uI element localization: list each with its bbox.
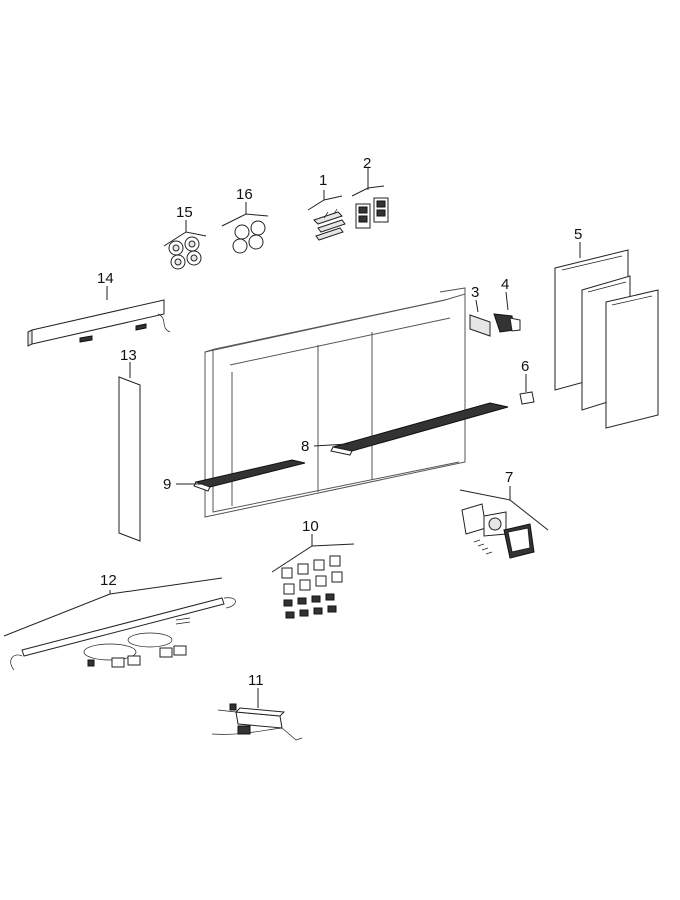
part-12-cables xyxy=(10,597,236,671)
label-15: 15 xyxy=(176,204,193,221)
part-5-mirror-doors xyxy=(554,249,659,429)
part-8-shelf xyxy=(330,402,509,456)
label-6: 6 xyxy=(521,358,529,375)
part-13-side-panel xyxy=(118,376,141,542)
label-8: 8 xyxy=(301,438,309,455)
label-2: 2 xyxy=(363,155,371,172)
leader-lines xyxy=(3,168,581,708)
label-5: 5 xyxy=(574,226,582,243)
part-10-fixings xyxy=(281,555,343,619)
part-labels: 1 2 3 4 5 6 7 8 9 10 11 12 13 14 15 16 xyxy=(97,155,582,689)
label-10: 10 xyxy=(302,518,319,535)
label-7: 7 xyxy=(505,469,513,486)
label-12: 12 xyxy=(100,572,117,589)
part-9-shelf xyxy=(193,459,306,492)
label-9: 9 xyxy=(163,476,171,493)
part-3-cover xyxy=(469,314,491,337)
label-13: 13 xyxy=(120,347,137,364)
part-14-light-bar xyxy=(27,299,171,347)
part-4-socket xyxy=(493,313,521,333)
part-16-knobs xyxy=(232,220,266,254)
mirror-cabinet xyxy=(204,287,466,518)
part-15-caps xyxy=(168,236,202,270)
part-1-hinges xyxy=(313,208,346,241)
part-7-switch xyxy=(461,503,535,559)
part-2-hinge-plates xyxy=(355,197,389,229)
label-4: 4 xyxy=(501,276,509,293)
label-14: 14 xyxy=(97,270,114,287)
part-6-clip xyxy=(519,391,535,405)
label-11: 11 xyxy=(248,672,264,689)
part-11-driver xyxy=(211,703,303,741)
label-16: 16 xyxy=(236,186,253,203)
label-3: 3 xyxy=(471,284,479,301)
label-1: 1 xyxy=(319,172,327,189)
